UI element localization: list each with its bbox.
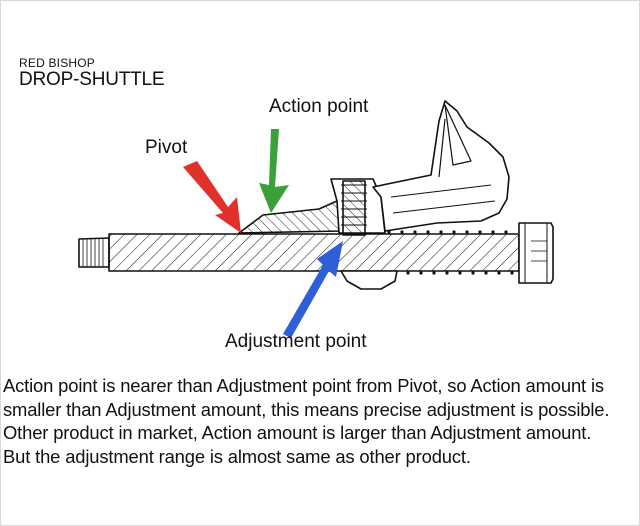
brand-name: RED BISHOP bbox=[19, 56, 96, 70]
action-point-label: Action point bbox=[269, 96, 369, 117]
description-line: Action point is nearer than Adjustment p… bbox=[3, 375, 604, 396]
action-arrow bbox=[259, 129, 289, 213]
description-text: Action point is nearer than Adjustment p… bbox=[3, 374, 639, 468]
adjustment-point-label: Adjustment point bbox=[225, 331, 367, 352]
description-line: Other product in market, Action amount i… bbox=[3, 422, 592, 443]
lever-body bbox=[238, 100, 510, 290]
pivot-arrow bbox=[183, 161, 241, 233]
description-line: But the adjustment range is almost same … bbox=[3, 445, 471, 467]
description-line: smaller than Adjustment amount, this mea… bbox=[3, 398, 610, 420]
shaft-rod bbox=[78, 222, 554, 284]
pivot-label: Pivot bbox=[145, 137, 188, 158]
product-name: DROP-SHUTTLE bbox=[19, 69, 165, 90]
adjustment-arrow bbox=[283, 241, 343, 338]
